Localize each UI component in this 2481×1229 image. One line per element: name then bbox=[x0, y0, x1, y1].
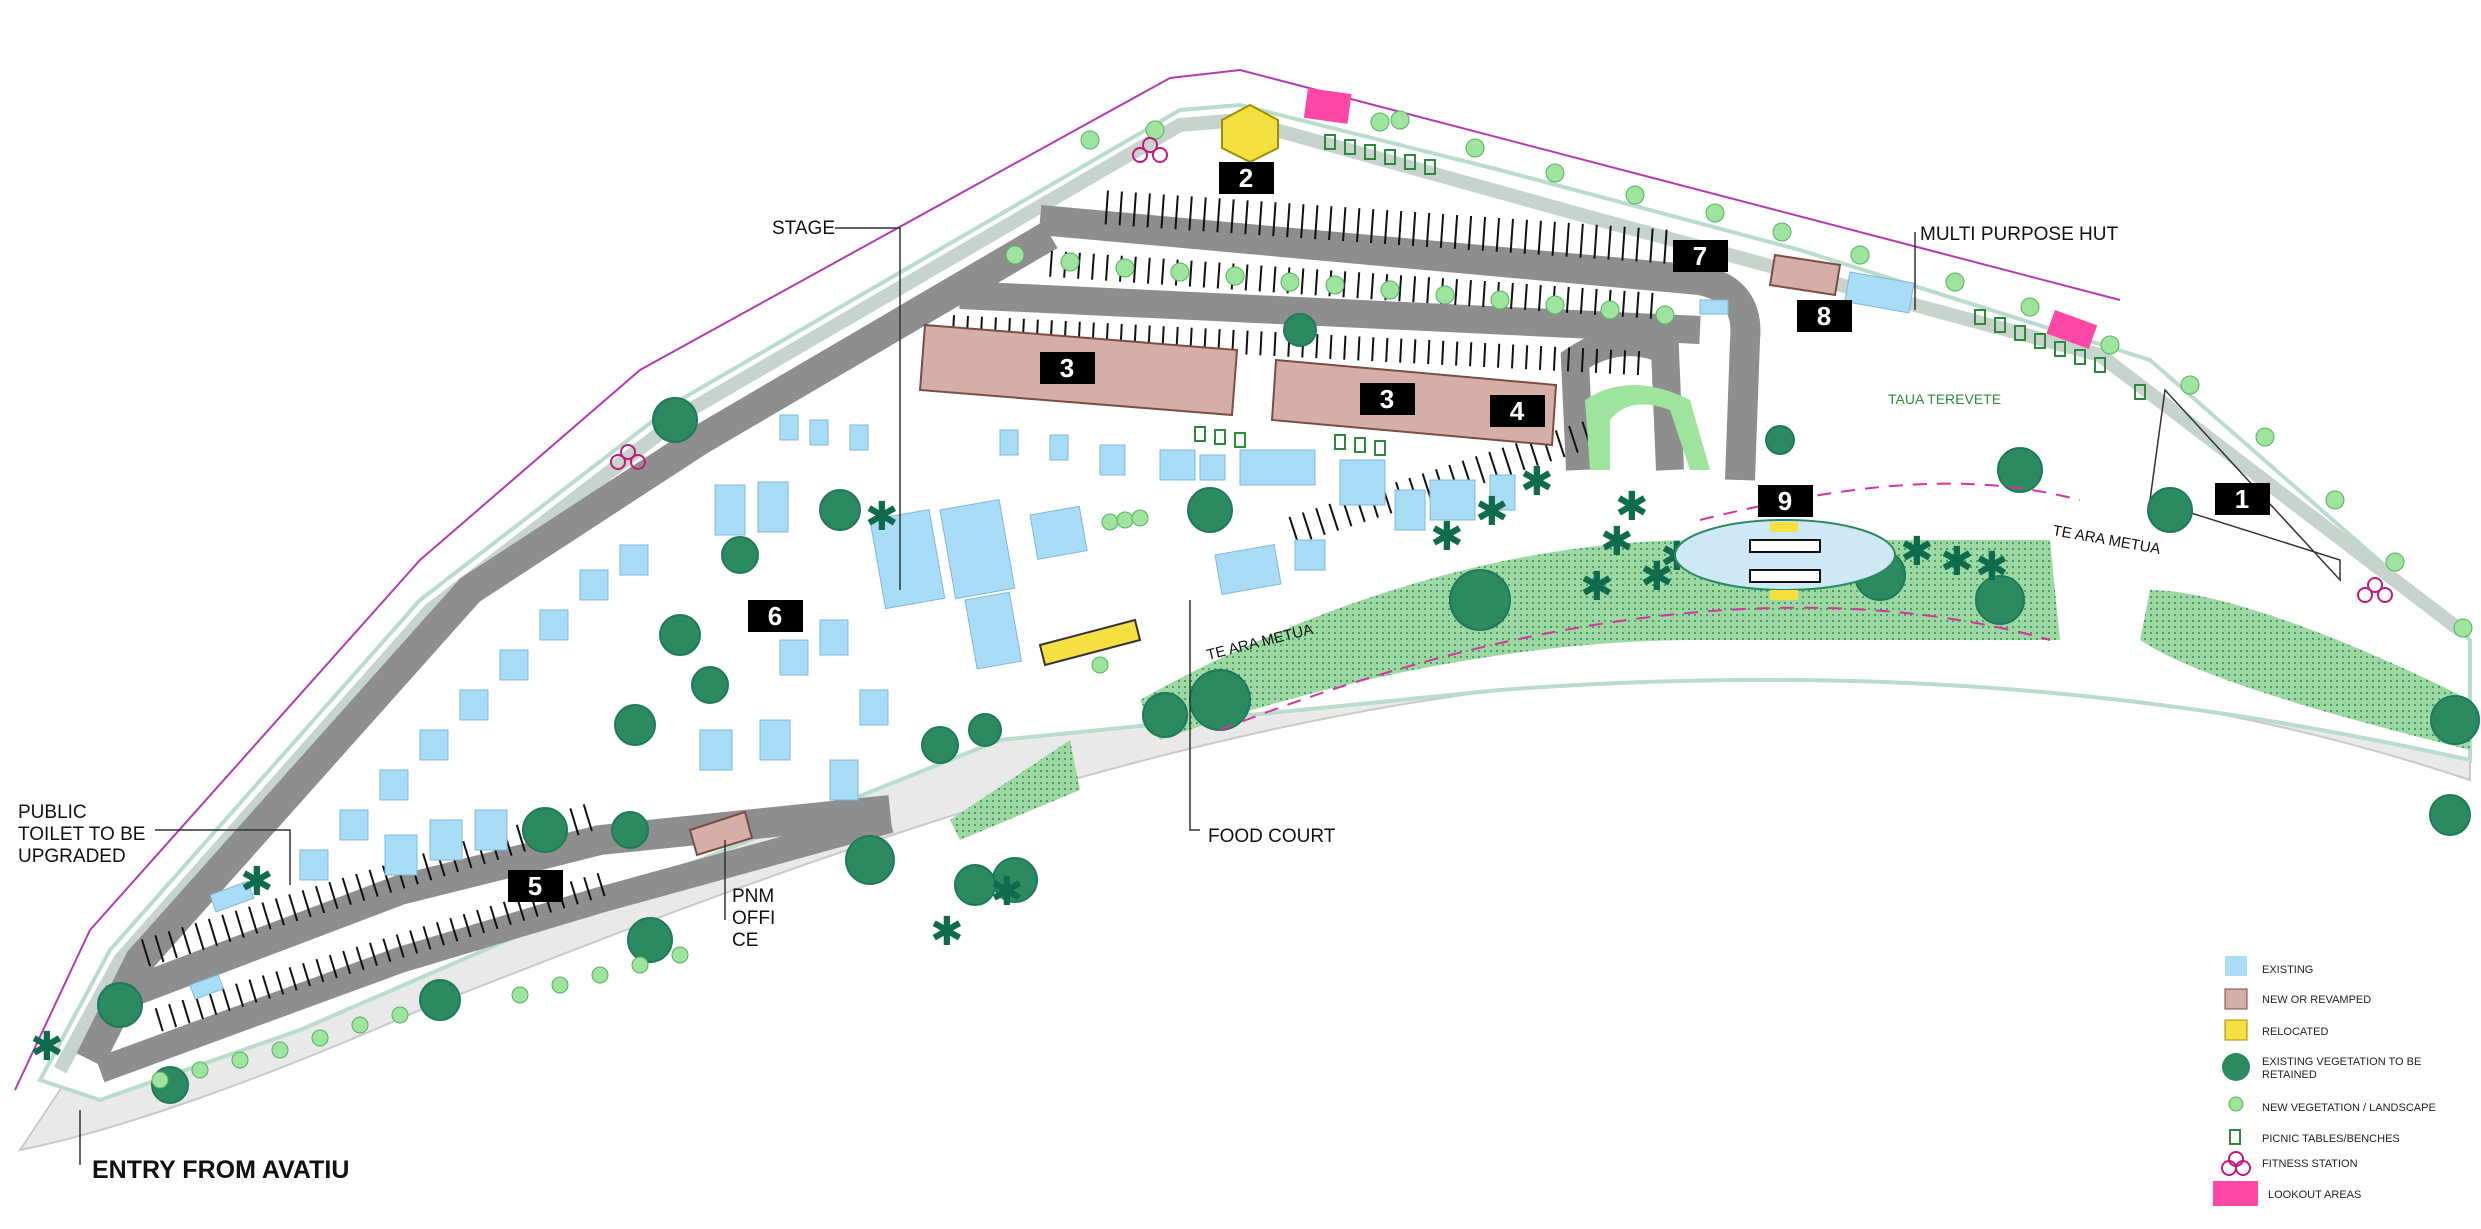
fenced-area-1 bbox=[2149, 388, 2341, 582]
parking-road bbox=[1038, 205, 1761, 481]
lookout-area-north bbox=[1303, 87, 1352, 124]
legend-swatch-picnic bbox=[2229, 1129, 2241, 1145]
legend-swatch-existing bbox=[2225, 956, 2247, 976]
site-boundary bbox=[14, 68, 2121, 1091]
legend-swatch-fitness bbox=[2221, 1151, 2251, 1176]
label-taua-terevete: TAUA TEREVETE bbox=[1888, 391, 2001, 407]
svg-text:3: 3 bbox=[1380, 384, 1394, 414]
marker-3b: 3 bbox=[1360, 383, 1415, 415]
existing-vegetation bbox=[97, 313, 2480, 1104]
svg-text:✱: ✱ bbox=[30, 1024, 64, 1070]
svg-text:2: 2 bbox=[1239, 163, 1253, 193]
legend-new-vegetation: NEW VEGETATION / LANDSCAPE bbox=[2262, 1102, 2436, 1114]
legend-existing-vegetation-1: EXISTING VEGETATION TO BE bbox=[2262, 1056, 2421, 1068]
label-food-court: FOOD COURT bbox=[1208, 826, 1336, 847]
marker-2: 2 bbox=[1219, 162, 1274, 194]
svg-text:✱: ✱ bbox=[1600, 519, 1634, 565]
label-pnm-office-3: CE bbox=[732, 930, 758, 951]
fitness-stations bbox=[610, 137, 2393, 603]
legend-new-or-revamped: NEW OR REVAMPED bbox=[2262, 994, 2371, 1006]
parking-stalls-north bbox=[1097, 189, 1679, 265]
parking-road-2 bbox=[959, 281, 1701, 344]
svg-text:3: 3 bbox=[1060, 353, 1074, 383]
landscape-arch bbox=[1585, 385, 1710, 470]
marker-6: 6 bbox=[748, 600, 803, 632]
svg-text:✱: ✱ bbox=[1975, 544, 2009, 590]
dashed-road-edge bbox=[1219, 606, 2051, 731]
multi-purpose-hut bbox=[1768, 253, 1842, 297]
marker-1: 1 bbox=[2215, 483, 2270, 515]
marker-9: 9 bbox=[1758, 485, 1813, 517]
legend-fitness-station: FITNESS STATION bbox=[2262, 1158, 2358, 1170]
svg-text:✱: ✱ bbox=[1900, 529, 1934, 575]
marker-4: 4 bbox=[1490, 395, 1545, 427]
legend-picnic-tables: PICNIC TABLES/BENCHES bbox=[2262, 1133, 2400, 1145]
svg-text:✱: ✱ bbox=[990, 869, 1024, 915]
label-public-toilet-3: UPGRADED bbox=[18, 846, 126, 867]
label-stage: STAGE bbox=[772, 218, 835, 239]
svg-text:✱: ✱ bbox=[1640, 554, 1674, 600]
marker-7: 7 bbox=[1673, 240, 1728, 272]
svg-text:7: 7 bbox=[1693, 241, 1707, 271]
svg-text:✱: ✱ bbox=[240, 859, 274, 905]
landscape-median-3 bbox=[950, 740, 1080, 840]
marker-5: 5 bbox=[508, 870, 563, 902]
svg-text:9: 9 bbox=[1778, 486, 1792, 516]
picnic-tables bbox=[1194, 134, 2146, 456]
svg-text:1: 1 bbox=[2235, 484, 2249, 514]
label-public-toilet-1: PUBLIC bbox=[18, 802, 87, 823]
svg-text:6: 6 bbox=[768, 601, 782, 631]
landscape-median-1 bbox=[1140, 540, 2060, 740]
svg-text:✱: ✱ bbox=[1475, 489, 1509, 535]
palm-trees: ✱✱✱ ✱✱✱ ✱✱✱ ✱✱✱ ✱✱✱ ✱ bbox=[30, 459, 2009, 1070]
lookout-area-east bbox=[2046, 310, 2098, 349]
existing-stalls bbox=[189, 271, 1915, 1000]
svg-text:✱: ✱ bbox=[930, 909, 964, 955]
svg-text:✱: ✱ bbox=[1940, 539, 1974, 585]
new-vegetation bbox=[151, 110, 2473, 1089]
marker-8: 8 bbox=[1797, 300, 1852, 332]
legend-relocated: RELOCATED bbox=[2262, 1026, 2328, 1038]
svg-text:✱: ✱ bbox=[1520, 459, 1554, 505]
svg-text:✱: ✱ bbox=[1615, 484, 1649, 530]
parking-stalls-south-2 bbox=[150, 872, 607, 1033]
label-public-toilet-2: TOILET TO BE bbox=[18, 824, 145, 845]
legend-swatch-existing-vegetation bbox=[2222, 1053, 2250, 1081]
site-outline bbox=[37, 102, 2472, 1103]
svg-text:✱: ✱ bbox=[1580, 564, 1614, 610]
legend-swatch-lookout bbox=[2213, 1181, 2258, 1206]
legend-existing-vegetation-2: RETAINED bbox=[2262, 1069, 2317, 1081]
legend: EXISTING NEW OR REVAMPED RELOCATED EXIST… bbox=[2213, 956, 2436, 1206]
leader-lines bbox=[79, 227, 1916, 1165]
legend-swatch-new-vegetation bbox=[2228, 1096, 2244, 1112]
perimeter-path bbox=[53, 112, 2465, 1074]
label-pnm-office-2: OFFI bbox=[732, 908, 775, 929]
label-entry: ENTRY FROM AVATIU bbox=[92, 1156, 349, 1184]
legend-swatch-new bbox=[2224, 988, 2248, 1010]
legend-lookout-areas: LOOKOUT AREAS bbox=[2268, 1189, 2361, 1201]
label-multi-purpose-hut: MULTI PURPOSE HUT bbox=[1920, 224, 2119, 245]
landscape-median-2 bbox=[2140, 590, 2470, 750]
pnm-office bbox=[688, 810, 754, 857]
svg-text:4: 4 bbox=[1510, 396, 1525, 426]
marker-3a: 3 bbox=[1040, 352, 1095, 384]
svg-text:8: 8 bbox=[1817, 301, 1831, 331]
svg-text:5: 5 bbox=[528, 871, 542, 901]
plaza-9 bbox=[1674, 519, 1896, 600]
legend-existing: EXISTING bbox=[2262, 964, 2313, 976]
label-pnm-office-1: PNM bbox=[732, 886, 774, 907]
svg-text:✱: ✱ bbox=[865, 494, 899, 540]
parking-road-south-2 bbox=[95, 807, 894, 1083]
svg-text:✱: ✱ bbox=[1430, 514, 1464, 560]
number-markers: 1 2 3 3 4 5 6 7 8 9 bbox=[508, 162, 2270, 902]
relocated-stalls-food bbox=[1038, 618, 1142, 667]
legend-swatch-relocated bbox=[2224, 1019, 2248, 1041]
